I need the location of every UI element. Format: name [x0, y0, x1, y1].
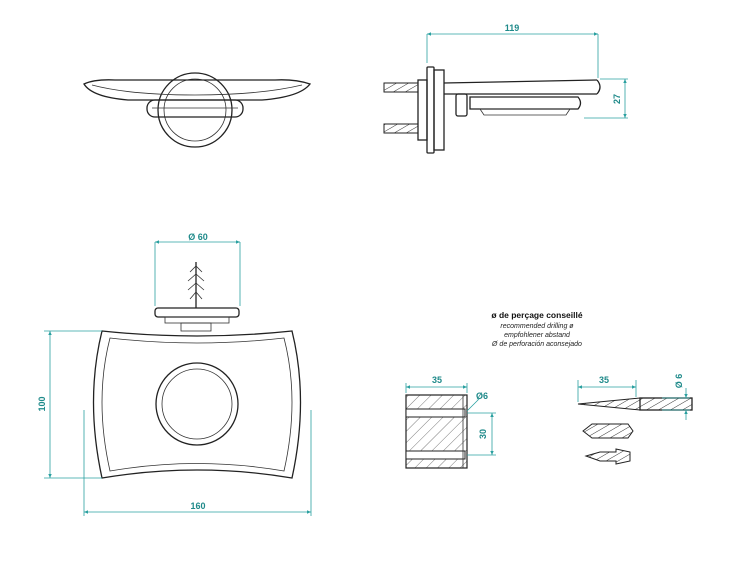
screw-icon	[584, 448, 631, 465]
drill-bit-icon	[577, 397, 693, 411]
dimension-drill-diameter-bit: Ø 6	[662, 374, 690, 420]
side-view	[383, 66, 601, 154]
dimension-height-side-label: 27	[612, 94, 622, 104]
dimension-depth-label: 119	[505, 23, 520, 33]
dimension-width-label: 160	[190, 501, 205, 511]
dimension-drill-depth-block: 35	[405, 375, 468, 393]
top-view	[83, 72, 312, 148]
dimension-height-side: 27	[584, 78, 628, 119]
dimension-drill-depth-block-label: 35	[432, 375, 442, 385]
dimension-drill-depth-bit-label: 35	[599, 375, 609, 385]
dimension-width: 160	[83, 410, 312, 516]
dimension-height-front-label: 100	[37, 396, 47, 411]
wall-plug-icon	[187, 262, 205, 308]
dimension-drill-diameter-block-label: Ø6	[476, 391, 488, 401]
front-view	[92, 262, 302, 479]
drilling-note-line-de: empfohlener abstand	[504, 332, 571, 339]
dowel-icon	[582, 423, 634, 439]
dimension-diameter: Ø 60	[154, 232, 241, 306]
dimension-drill-depth-bit: 35	[577, 375, 637, 402]
drill-block-section	[405, 394, 468, 469]
dimension-depth: 119	[426, 23, 599, 78]
drilling-note: ø de perçage conseillé recommended drill…	[491, 310, 583, 348]
dimension-drill-diameter-bit-label: Ø 6	[674, 374, 684, 389]
dimension-drill-diameter-block: Ø6	[466, 391, 488, 412]
drilling-note-line-en: recommended drilling ø	[500, 323, 574, 330]
dimension-diameter-label: Ø 60	[188, 232, 208, 242]
drilling-note-title: ø de perçage conseillé	[491, 310, 582, 320]
drilling-note-line-es: Ø de perforación aconsejado	[491, 341, 582, 348]
dimension-hole-spacing-label: 30	[478, 429, 488, 439]
dimension-hole-spacing: 30	[467, 412, 496, 456]
dimension-height-front: 100	[37, 330, 102, 479]
